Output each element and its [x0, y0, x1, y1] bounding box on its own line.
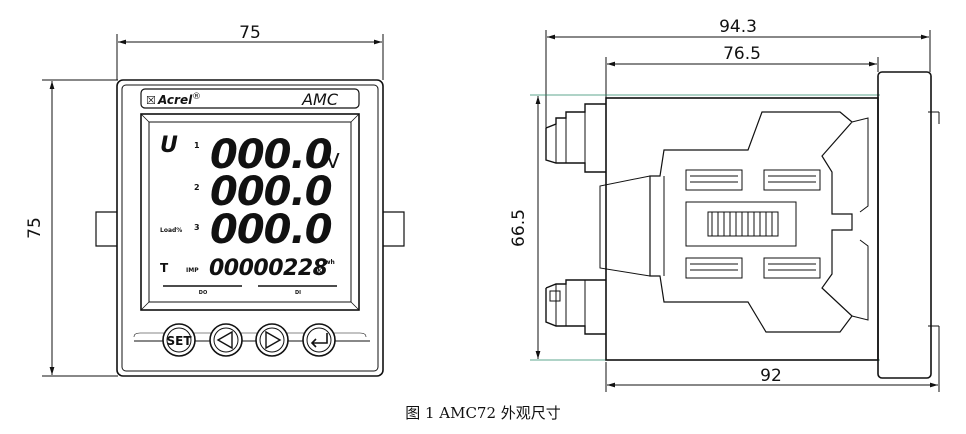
- set-button-label: SET: [166, 334, 192, 348]
- lcd-row-1: 000.0: [210, 132, 332, 178]
- enter-arrow-icon: [310, 333, 328, 348]
- bottom-dim-label: 92: [760, 366, 782, 386]
- energy-unit-wh: wh: [325, 259, 335, 266]
- left-button[interactable]: [209, 323, 243, 357]
- left-clip: [95, 211, 117, 247]
- slot-blocks: [685, 169, 821, 279]
- bottom-dimension: 92: [605, 345, 940, 392]
- load-label: Load%: [160, 227, 182, 234]
- side-view: 94.3 76.5 66.5 92: [509, 17, 940, 392]
- ground-symbol-icon: [549, 290, 561, 302]
- side-height-dimension: 66.5: [509, 94, 880, 361]
- front-width-dimension: 75: [116, 23, 384, 80]
- inner-body: [649, 111, 853, 333]
- registered-mark: ®: [192, 92, 201, 102]
- housing: [605, 97, 879, 361]
- right-triangle-icon: [265, 330, 282, 350]
- unit-v: V: [326, 149, 340, 173]
- set-button[interactable]: SET: [162, 323, 196, 357]
- row-number-2: 2: [194, 183, 200, 192]
- imp-label: IMP: [186, 267, 199, 274]
- figure-caption: 图 1 AMC72 外观尺寸: [405, 404, 561, 422]
- total-depth-dimension: 94.3: [545, 17, 931, 130]
- display-window: [140, 113, 360, 311]
- brand-mark-icon: ☒: [146, 94, 156, 107]
- lower-latch: [851, 239, 869, 321]
- brand-name: Acrel: [157, 93, 193, 107]
- bottom-terminal: [545, 279, 606, 335]
- body-depth-dimension: 76.5: [605, 44, 879, 98]
- front-height-label: 75: [25, 217, 45, 239]
- bezel: [116, 79, 384, 377]
- body-depth-label: 76.5: [723, 44, 761, 64]
- param-label: U: [160, 133, 178, 158]
- energy-unit-k: k: [317, 265, 324, 276]
- lcd-row-3: 000.0: [210, 207, 332, 253]
- right-button[interactable]: [255, 323, 289, 357]
- energy-value: 00000228: [209, 256, 328, 281]
- left-triangle-icon: [216, 330, 233, 350]
- lcd-content: U 1 000.0 V 2 000.0 Load% 3 000.0 T IMP …: [160, 132, 340, 296]
- brand-bar: [140, 88, 360, 109]
- t-label: T: [160, 261, 169, 275]
- upper-latch: [851, 117, 869, 213]
- do-label: DO: [199, 290, 207, 296]
- front-view: 75 75 ☒ Acrel ® AMC U 1 000.0: [25, 23, 405, 377]
- right-clip: [383, 211, 405, 247]
- front-height-dimension: 75: [25, 79, 118, 377]
- comb-connector: [685, 201, 797, 247]
- side-height-label: 66.5: [509, 209, 529, 247]
- front-width-label: 75: [239, 23, 261, 43]
- enter-button[interactable]: [302, 323, 336, 357]
- top-terminal: [545, 103, 606, 173]
- di-label: DI: [295, 290, 301, 296]
- row-number-3: 3: [194, 223, 200, 232]
- side-bezel: [877, 71, 932, 379]
- total-depth-label: 94.3: [719, 17, 757, 37]
- lcd-row-2: 000.0: [210, 169, 332, 215]
- model-name: AMC: [301, 90, 339, 109]
- row-number-1: 1: [194, 141, 200, 150]
